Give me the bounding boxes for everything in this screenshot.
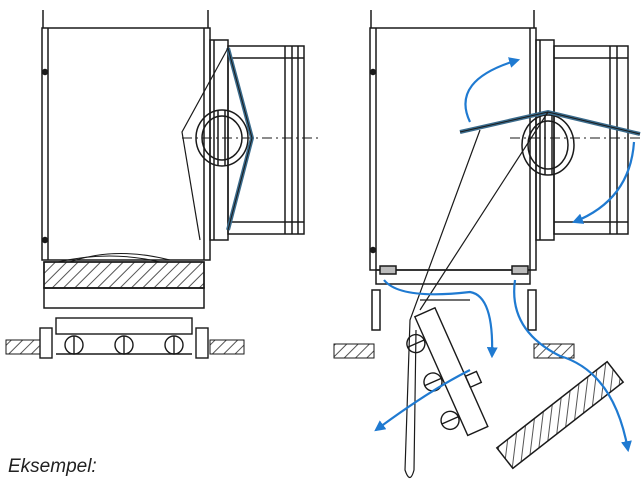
arrow-blade-swing	[571, 141, 636, 224]
arrow-filter-path	[383, 279, 498, 359]
right-cables	[404, 111, 549, 479]
right-damper-motor	[521, 114, 575, 176]
left-filter-section	[43, 252, 205, 309]
right-filter-removed	[495, 360, 625, 470]
left-unit	[41, 10, 320, 261]
arrow-fan-swing	[374, 369, 471, 432]
left-floor	[5, 339, 245, 355]
motion-arrows	[374, 57, 636, 453]
right-housing-body	[369, 27, 537, 271]
right-unit	[369, 10, 643, 331]
left-housing-body	[41, 27, 211, 261]
arrow-lift-blade	[464, 57, 521, 123]
left-damper-motor	[195, 109, 249, 167]
left-damper-blade	[181, 47, 255, 241]
right-fan-unit-tilted	[406, 306, 489, 437]
caption-text: Eksempel:	[8, 456, 97, 477]
left-fan-unit	[39, 317, 209, 359]
arrow-filter-out	[513, 279, 632, 453]
right-duct	[553, 45, 629, 235]
left-duct	[227, 45, 305, 235]
